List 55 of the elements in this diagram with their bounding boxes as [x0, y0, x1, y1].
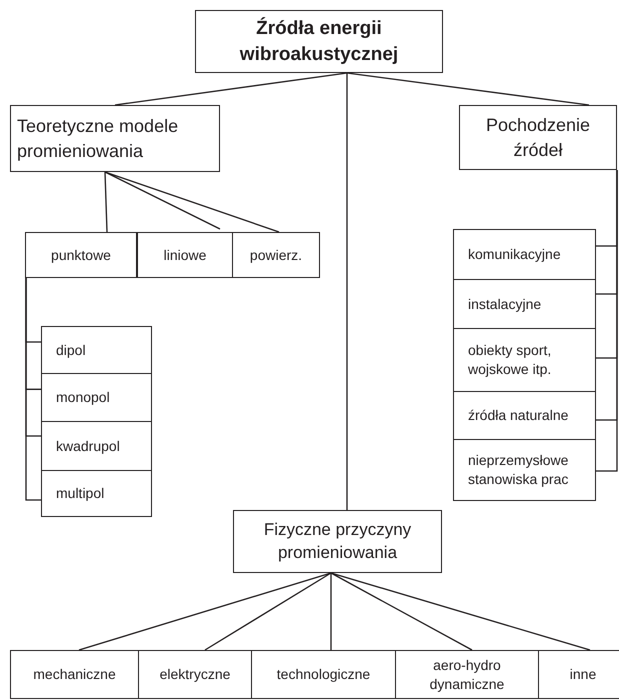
- item-box: [25, 232, 137, 278]
- node-label: aero-hydro dynamiczne: [428, 656, 506, 694]
- item-box: [41, 421, 152, 471]
- connector-line: [330, 572, 472, 651]
- category-box: [233, 510, 442, 573]
- node-label: powierz.: [250, 246, 302, 264]
- connector-line: [114, 72, 348, 106]
- item-box: [538, 650, 619, 699]
- item-box: [10, 650, 139, 699]
- node-label: nieprzemysłowe stanowiska prac: [468, 451, 570, 489]
- node-label: elektryczne: [160, 665, 230, 684]
- item-box: [453, 391, 596, 440]
- node-label: inne: [570, 665, 596, 684]
- item-box: [453, 328, 596, 392]
- node-label: Źródła energii wibroakustycznej: [238, 16, 400, 66]
- connector-line: [104, 172, 108, 232]
- node-label: źródła naturalne: [468, 406, 568, 425]
- item-box: [41, 373, 152, 422]
- node-label: multipol: [56, 484, 104, 503]
- node-label: kwadrupol: [56, 436, 120, 456]
- item-box: [251, 650, 396, 699]
- node-label: liniowe: [164, 246, 206, 264]
- node-label: dipol: [56, 340, 86, 360]
- connector-line: [346, 73, 348, 510]
- connector-line: [204, 572, 332, 651]
- connector-line: [596, 170, 618, 472]
- connector-line: [104, 171, 220, 230]
- title-box: [195, 10, 443, 73]
- item-box: [453, 279, 596, 329]
- item-box: [138, 650, 252, 699]
- item-box: [41, 470, 152, 517]
- node-label: Pochodzenie źródeł: [484, 114, 592, 162]
- connector-line: [104, 171, 280, 233]
- item-box: [453, 439, 596, 501]
- item-box: [137, 232, 233, 278]
- node-label: mechaniczne: [33, 665, 116, 684]
- node-label: technologiczne: [276, 665, 370, 684]
- category-box: [10, 105, 220, 172]
- node-label: punktowe: [51, 246, 111, 264]
- connector-line: [78, 572, 332, 651]
- connector-line: [330, 573, 332, 650]
- node-label: monopol: [56, 388, 110, 407]
- item-box: [232, 232, 320, 278]
- connector-line: [346, 72, 590, 106]
- item-box: [395, 650, 539, 699]
- node-label: Teoretyczne modele promieniowania: [17, 115, 180, 163]
- item-box: [453, 229, 596, 280]
- connector-line: [25, 278, 41, 501]
- node-label: instalacyjne: [468, 294, 542, 314]
- node-label: komunikacyjne: [468, 245, 561, 264]
- connector-line: [330, 572, 590, 651]
- node-label: obiekty sport, wojskowe itp.: [468, 341, 552, 379]
- node-label: Fizyczne przyczyny promieniowania: [262, 518, 412, 564]
- item-box: [41, 326, 152, 374]
- category-box: [459, 105, 617, 170]
